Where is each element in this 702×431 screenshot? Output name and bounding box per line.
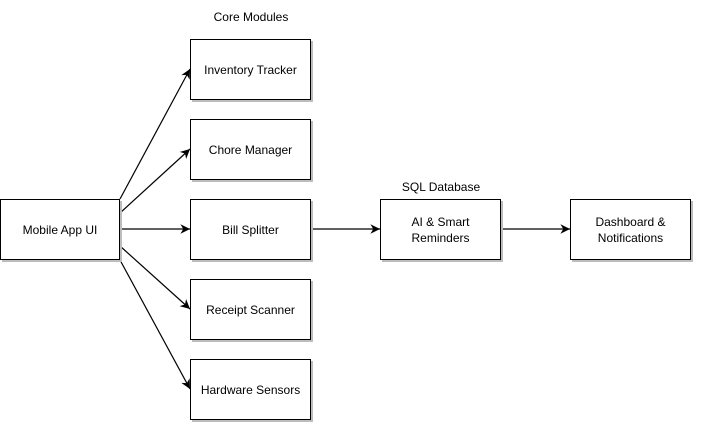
node-mobile-app-ui[interactable]: Mobile App UI xyxy=(0,199,120,260)
node-hardware-sensors[interactable]: Hardware Sensors xyxy=(190,359,311,420)
node-inventory-tracker[interactable]: Inventory Tracker xyxy=(190,39,311,100)
sql-database-label: SQL Database xyxy=(401,180,481,194)
node-dashboard-notifications[interactable]: Dashboard & Notifications xyxy=(570,199,691,260)
edge-app-to-hardware xyxy=(119,259,191,390)
node-bill-splitter[interactable]: Bill Splitter xyxy=(190,199,311,260)
core-modules-label: Core Modules xyxy=(213,10,289,24)
node-chore-manager[interactable]: Chore Manager xyxy=(190,119,311,180)
edge-app-to-chore xyxy=(119,148,191,214)
edge-app-to-inventory xyxy=(119,68,191,200)
edge-app-to-receipt xyxy=(119,245,191,310)
node-ai-smart-reminders[interactable]: AI & Smart Reminders xyxy=(380,199,501,260)
node-receipt-scanner[interactable]: Receipt Scanner xyxy=(190,279,311,340)
